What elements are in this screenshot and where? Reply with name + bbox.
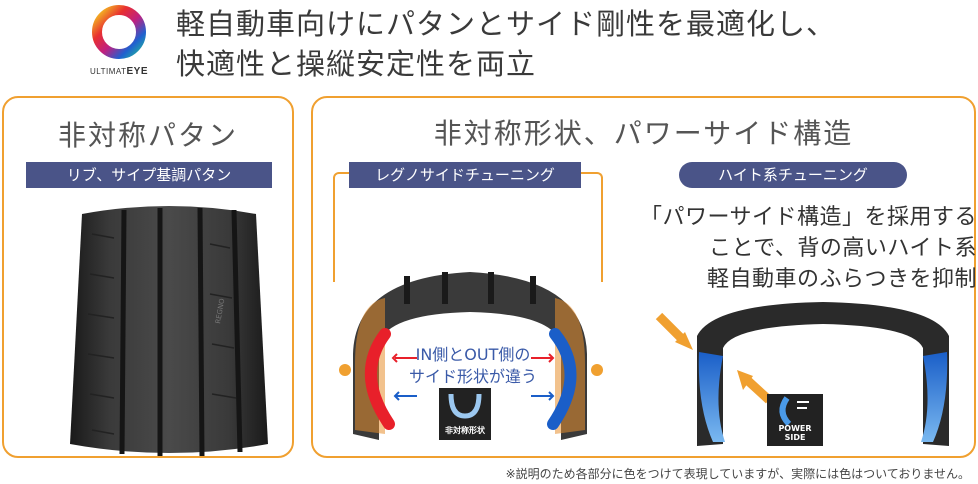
power-side-icon [779,396,809,427]
tire-cross-section-image [339,272,603,440]
asymmetric-shape-badge: 非対称形状 [439,388,491,440]
left-panel-title: 非対称パタン [57,119,238,152]
description-line-1: 「パワーサイド構造」を採用する [639,205,977,230]
headline-line-1: 軽自動車向けにパタンとサイド剛性を最適化し、 [176,7,837,41]
tire-profile-icon [448,393,482,419]
description-line-2: ことで、背の高いハイト系 [708,236,977,261]
right-panel-title: 非対称形状、パワーサイド構造 [433,117,854,150]
cross-label-line-1: IN側とOUT側の [415,345,531,364]
color-ring-icon [92,5,146,59]
asymmetric-badge-label: 非対称形状 [445,426,485,435]
tire-tread-image: REGNO [70,206,268,456]
power-side-badge-label: POWER SIDE [778,424,812,442]
asymmetric-pattern-panel: 非対称パタン リブ、サイプ基調パタン REGNO [2,96,294,458]
headline: 軽自動車向けにパタンとサイド剛性を最適化し、 快適性と操縦安定性を両立 [176,4,836,84]
power-side-description: 「パワーサイド構造」を採用する ことで、背の高いハイト系 軽自動車のふらつきを抑… [609,202,977,295]
side-structure-panel: 非対称形状、パワーサイド構造 レグノサイドチューニング ハイト系チューニング 「… [311,96,977,458]
power-side-cross-section-image [655,302,949,446]
header: ULTIMATEYE 軽自動車向けにパタンとサイド剛性を最適化し、 快適性と操縦… [0,0,978,90]
logo-text-prefix: ULTIMAT [89,67,127,76]
headline-line-2: 快適性と操縦安定性を両立 [176,47,537,81]
regno-side-tuning-tag: レグノサイドチューニング [349,162,581,188]
in-out-side-label: IN側とOUT側の サイド形状が違う [373,344,573,388]
description-line-3: 軽自動車のふらつきを抑制 [706,267,977,292]
color-disclaimer-footnote: ※説明のため各部分に色をつけて表現していますが、実際には色はついておりません。 [505,467,970,481]
logo-text-suffix: EYE [126,66,149,77]
left-panel-tag: リブ、サイプ基調パタン [26,162,272,188]
cross-label-line-2: サイド形状が違う [408,367,537,386]
height-tuning-tag: ハイト系チューニング [679,162,907,188]
ultimateye-logo: ULTIMATEYE [82,4,156,84]
power-side-badge: POWER SIDE [767,394,823,446]
